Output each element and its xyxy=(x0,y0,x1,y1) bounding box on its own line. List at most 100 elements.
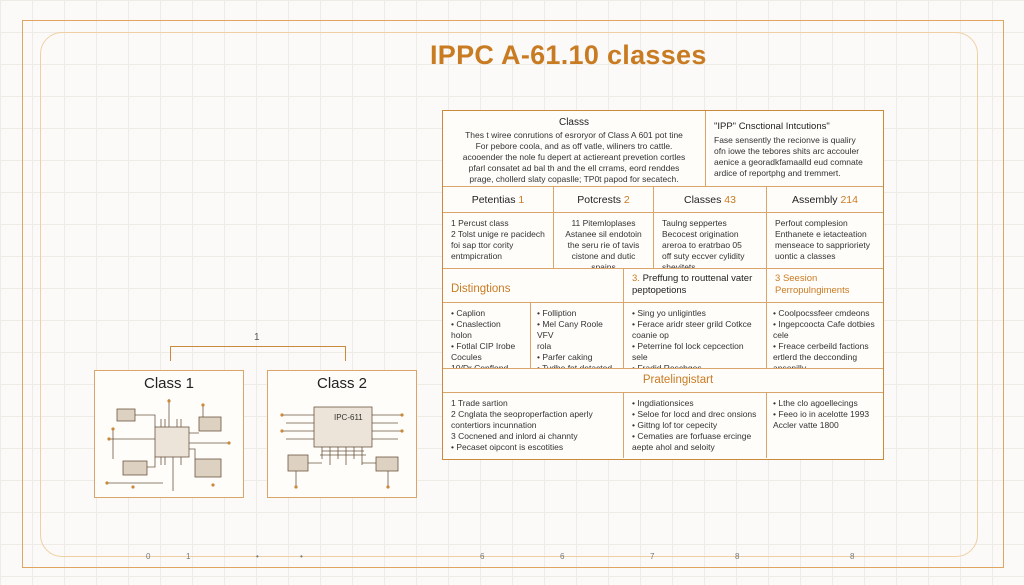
class-bracket xyxy=(170,346,346,361)
axis-tick-label: 0 xyxy=(146,552,151,561)
cell-line: Accler vatte 1800 xyxy=(773,420,839,430)
cell-line: 2 Cnglata the seoproperfaction aperly xyxy=(451,409,593,419)
cell-line: sele xyxy=(632,352,648,362)
class-2-box: Class 2 IPC-611 xyxy=(267,370,417,498)
col-header-4: Assembly 214 xyxy=(767,187,883,212)
page-title: IPPC A-61.10 classes xyxy=(430,40,707,70)
cell-line: • Fotlal CIP Irobe xyxy=(451,341,516,351)
text-line: pfarl consatet ad bal th and the ell crr… xyxy=(468,163,680,173)
text-line: ardice of reportphg and tremmert. xyxy=(714,168,841,178)
cell-line: uontic a classes xyxy=(775,251,836,261)
bottom-header-label: Pratelingistart xyxy=(642,374,714,386)
cell-line: shevitets xyxy=(662,262,696,268)
cell-line: Taulng seppertes xyxy=(662,218,727,228)
cell-line: • Pecaset oipcont is escotities xyxy=(451,442,564,452)
axis-tick-label: • xyxy=(256,552,259,561)
cell-line: foi sap ttor cority xyxy=(451,240,514,250)
mid-header-3: 3 Seesion Perropulngiments xyxy=(767,269,883,302)
cell-line: • Ferace aridr steer grild Cotkce xyxy=(632,319,752,329)
cell-line: Becocest origination xyxy=(662,229,739,239)
text-line: ofn iowe the tebores shits arc accouler xyxy=(714,146,860,156)
class-2-chip-label: IPC-611 xyxy=(334,413,363,422)
top-left-text: Thes t wiree conrutions of esroryor of C… xyxy=(451,130,697,185)
class-1-box: Class 1 xyxy=(94,370,244,498)
bottom-cell-2: • Ingdiationsices• Seloe for locd and dr… xyxy=(624,393,767,458)
col-header-3: Classes 43 xyxy=(654,187,767,212)
cell-line: • Folliption xyxy=(537,308,577,318)
bottom-header: Pratelingistart xyxy=(443,369,883,392)
class-1-title: Class 1 xyxy=(143,375,195,392)
table-mid-cell-row: • Caplion• Cnaslection holon• Fotlal CIP… xyxy=(443,303,883,369)
cell-line: • Seloe for locd and drec onsions xyxy=(632,409,757,419)
mid-cell-1: • Caplion• Cnaslection holon• Fotlal CIP… xyxy=(443,303,531,368)
col-header-2: Potcrests 2 xyxy=(554,187,654,212)
col-header-2-num: 2 xyxy=(623,194,630,206)
mid-header-2-label: Preffung to routtenal vater peptopetions xyxy=(632,273,753,296)
col-header-1-num: 1 xyxy=(518,194,525,206)
cell-line: 1 Trade sartion xyxy=(451,398,508,408)
table-top-row: Classs Thes t wiree conrutions of esrory… xyxy=(443,111,883,187)
col-header-1-label: Petentias xyxy=(471,194,516,206)
cell-line: spains xyxy=(591,262,616,268)
text-line: Fase sensently the recionve is qualiry xyxy=(714,135,856,145)
cell-line: • Ingdiationsices xyxy=(632,398,694,408)
cell-line: 11 Pitemloplases xyxy=(571,218,636,228)
col-header-4-label: Assembly xyxy=(792,194,838,206)
cell-line: ansenilly xyxy=(773,363,807,368)
outer-frame xyxy=(22,20,1004,568)
cell-line: 10/Dr Conflond xyxy=(451,363,509,368)
mid-header-1-label: Distingtions xyxy=(451,283,511,295)
table-bottom-header-row: Pratelingistart xyxy=(443,369,883,393)
mid-cell-3: • Sing yo unligintles• Ferace aridr stee… xyxy=(624,303,767,368)
axis-tick-label: 6 xyxy=(480,552,485,561)
cell-line: • Gittng lof tor cepecity xyxy=(632,420,718,430)
cell-line: aepte ahol and seloity xyxy=(632,442,715,452)
cell-line: cistone and dutic xyxy=(571,251,636,261)
cell-line: menseace to sapprioriety xyxy=(775,240,870,250)
mid-header-3-num: 3 xyxy=(775,273,781,284)
mid-header-1: Distingtions xyxy=(443,269,624,302)
cell-line: • Parfer caking xyxy=(537,352,593,362)
mid-header-2: 3. Preffung to routtenal vater peptopeti… xyxy=(624,269,767,302)
text-line: For pebore coola, and as off vatle, wili… xyxy=(475,141,673,151)
top-right-heading: "IPP" Cnsctional Intcutions" xyxy=(714,121,830,132)
col-header-3-num: 43 xyxy=(724,194,736,206)
cell-line: areroa to eratrbao 05 xyxy=(662,240,742,250)
mid-header-3-label: Seesion Perropulngiments xyxy=(775,273,850,296)
col-header-4-num: 214 xyxy=(840,194,858,206)
cell-line: • Ingepcoocta Cafe dotbies xyxy=(773,319,875,329)
top-left-heading: Classs xyxy=(558,117,589,128)
inner-frame xyxy=(40,32,978,557)
cell-line: • Freace cerbeild factions xyxy=(773,341,869,351)
cell-line: contertiors incunnation xyxy=(451,420,537,430)
col-header-1: Petentias 1 xyxy=(443,187,554,212)
table-mid-header-row: Distingtions 3. Preffung to routtenal va… xyxy=(443,269,883,303)
bottom-cell-3: • Lthe clo agoellecings• Feeo io in acel… xyxy=(767,393,883,458)
cell-line: 2 Tolst unige re pacidech xyxy=(451,229,545,239)
text-line: acooender the nole fu depert at actierea… xyxy=(462,152,686,162)
axis-tick-label: 8 xyxy=(850,552,855,561)
cell-line: cele xyxy=(773,330,789,340)
cell-line: coanie op xyxy=(632,330,669,340)
axis-tick-label: 6 xyxy=(560,552,565,561)
axis-tick-label: 1 xyxy=(186,552,191,561)
axis-tick-label: 8 xyxy=(735,552,740,561)
axis-tick-label: • xyxy=(300,552,303,561)
cell-line: • Coolpocssfeer cmdeons xyxy=(773,308,870,318)
col-header-3-label: Classes xyxy=(684,194,722,206)
cell-line: Cocules xyxy=(451,352,482,362)
cell-line: ertlerd the decconding xyxy=(773,352,858,362)
cell-line: Astanee sil endotoin xyxy=(565,229,642,239)
mid-header-2-num: 3. xyxy=(632,273,640,284)
table-col-header-row: Petentias 1 Potcrests 2 Classes 43 Assem… xyxy=(443,187,883,213)
cell-line: • Cnaslection holon xyxy=(451,319,501,340)
cell-line: • Cematies are forfuase ercinge xyxy=(632,431,752,441)
cell-line: off suty eccver cylidity xyxy=(662,251,745,261)
axis-tick-label: 7 xyxy=(650,552,655,561)
cell-line: • Peterrine fol lock cepcection xyxy=(632,341,744,351)
